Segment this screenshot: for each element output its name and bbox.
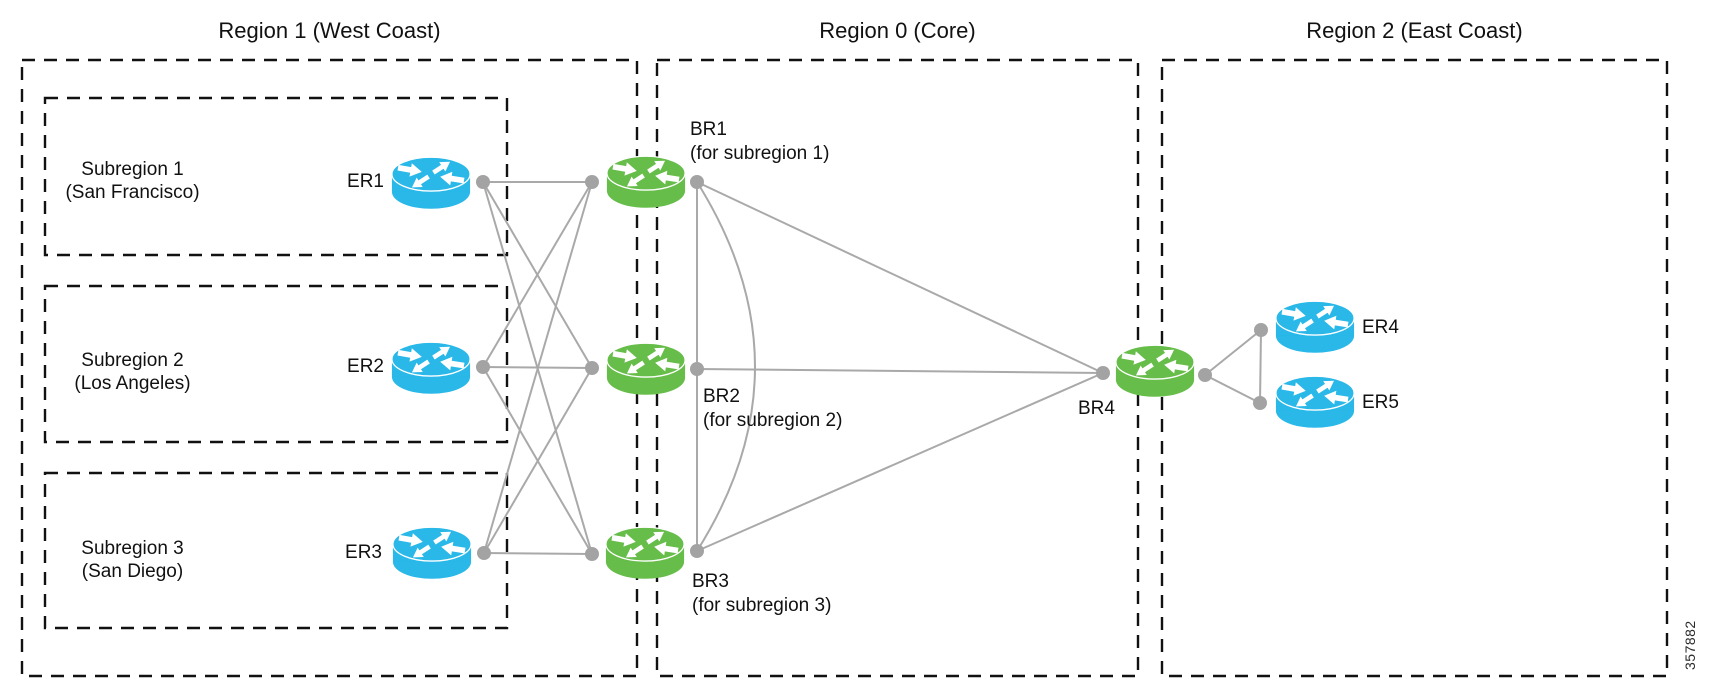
- subregion2-name: Subregion 2: [81, 350, 184, 371]
- figure-number: 357882: [1682, 620, 1698, 670]
- router-label-br1-sub: (for subregion 1): [690, 143, 830, 164]
- router-label-er3: ER3: [345, 542, 382, 563]
- subregion3-city: (San Diego): [81, 561, 184, 582]
- er4-port-dot: [1254, 323, 1268, 337]
- router-label-br3: BR3 (for subregion 3): [692, 570, 831, 618]
- router-icon-br4: [1113, 342, 1197, 400]
- br3-east-port-dot: [690, 544, 704, 558]
- link-br3-br4: [696, 372, 1104, 552]
- er1-port-dot: [476, 175, 490, 189]
- er5-port-dot: [1253, 396, 1267, 410]
- router-icon-er1: [389, 154, 473, 212]
- subregion3-border: [43, 471, 509, 630]
- link-er3-br1: [483, 181, 593, 554]
- subregion1-city: (San Francisco): [65, 182, 200, 203]
- link-br2-br4: [696, 368, 1104, 374]
- link-er2-br1: [482, 181, 593, 368]
- router-icon-er3: [390, 524, 474, 582]
- subregion2-label: Subregion 2 (Los Angeles): [45, 349, 220, 395]
- er3-port-dot: [477, 546, 491, 560]
- link-br4-er4: [1204, 329, 1262, 376]
- router-icon-er2: [389, 339, 473, 397]
- subregion1-label: Subregion 1 (San Francisco): [45, 158, 220, 204]
- subregion3-name: Subregion 3: [81, 538, 184, 559]
- region1-title: Region 1 (West Coast): [218, 18, 441, 43]
- router-label-br2-name: BR2: [703, 386, 740, 407]
- region0-title: Region 0 (Core): [819, 18, 976, 43]
- router-label-br4: BR4: [1078, 398, 1115, 419]
- region2-title: Region 2 (East Coast): [1306, 18, 1523, 43]
- router-icon-br2: [604, 340, 688, 398]
- br1-east-port-dot: [690, 175, 704, 189]
- region2-border: [1160, 58, 1669, 678]
- router-label-br1: BR1 (for subregion 1): [690, 118, 829, 166]
- subregion2-border: [43, 284, 509, 444]
- router-icon-er5: [1273, 373, 1357, 431]
- link-er3-br2: [483, 367, 593, 554]
- link-br1-br4: [696, 181, 1104, 374]
- subregion3-label: Subregion 3 (San Diego): [45, 537, 220, 583]
- br1-west-port-dot: [585, 175, 599, 189]
- router-label-er2: ER2: [347, 356, 384, 377]
- subregion1-name: Subregion 1: [81, 159, 184, 180]
- router-label-er1: ER1: [347, 171, 384, 192]
- router-icon-br3: [603, 524, 687, 582]
- er2-port-dot: [476, 360, 490, 374]
- br4-west-port-dot: [1096, 366, 1110, 380]
- link-br1-br3-arc: [696, 181, 756, 552]
- router-label-er5: ER5: [1362, 392, 1399, 413]
- router-icon-br1: [604, 153, 688, 211]
- br2-west-port-dot: [585, 361, 599, 375]
- br4-east-port-dot: [1198, 368, 1212, 382]
- link-er4-er5: [1259, 329, 1262, 404]
- router-label-br1-name: BR1: [690, 119, 727, 140]
- router-icon-er4: [1273, 298, 1357, 356]
- router-label-br2: BR2 (for subregion 2): [703, 385, 842, 433]
- router-label-er4: ER4: [1362, 317, 1399, 338]
- link-er3-br3: [483, 552, 593, 555]
- router-label-br3-sub: (for subregion 3): [692, 595, 832, 616]
- br2-east-port-dot: [690, 362, 704, 376]
- router-label-br3-name: BR3: [692, 571, 729, 592]
- link-br4-er5: [1204, 374, 1261, 404]
- subregion2-city: (Los Angeles): [74, 373, 191, 394]
- router-label-br2-sub: (for subregion 2): [703, 410, 843, 431]
- subregion1-border: [43, 96, 509, 257]
- br3-west-port-dot: [585, 547, 599, 561]
